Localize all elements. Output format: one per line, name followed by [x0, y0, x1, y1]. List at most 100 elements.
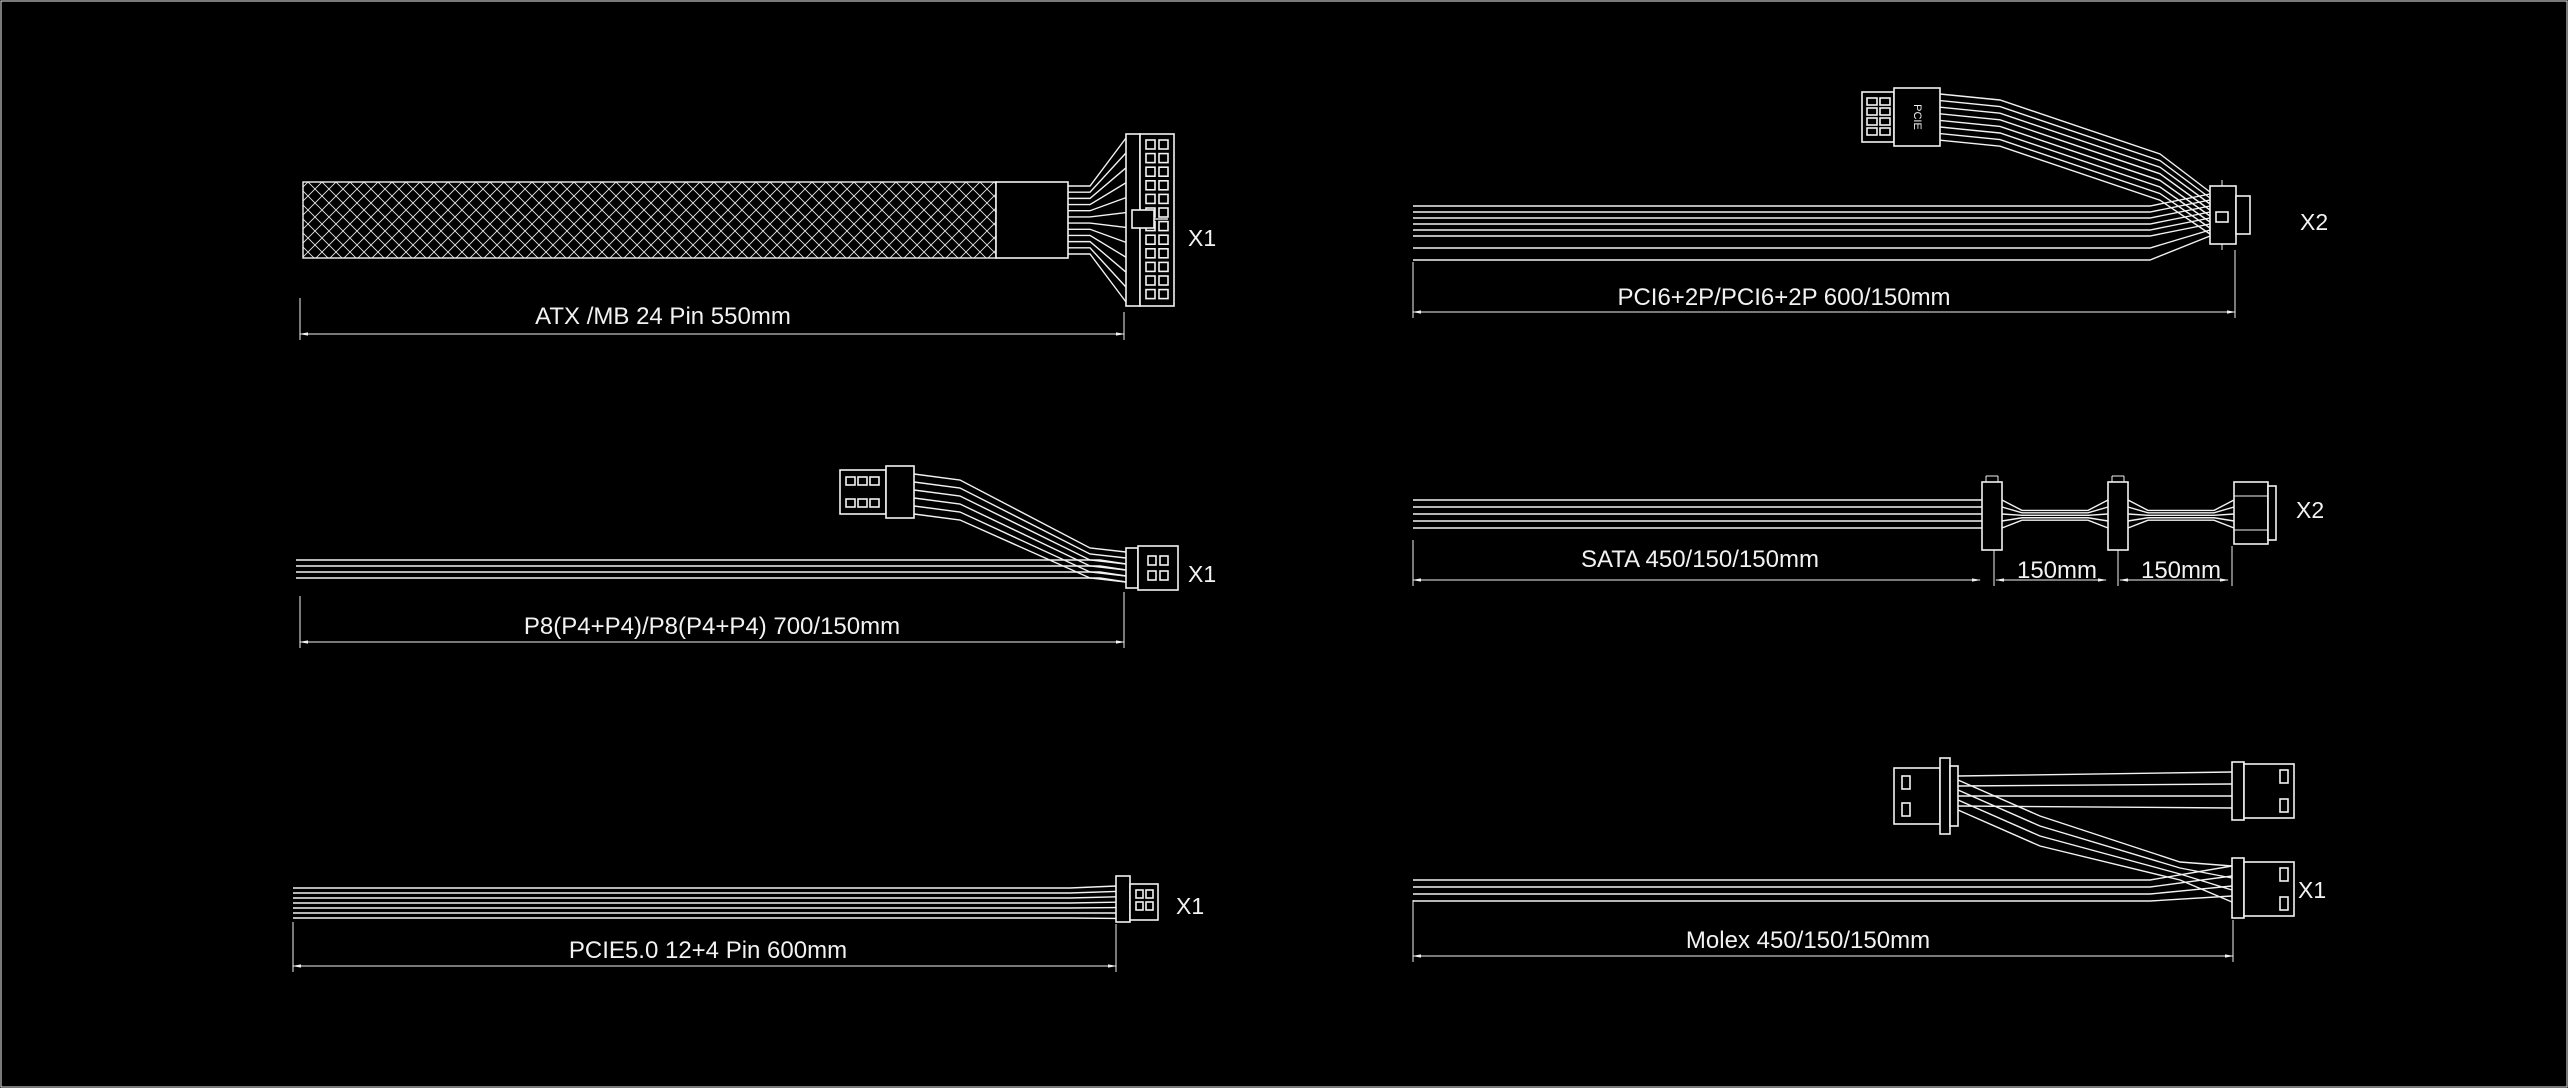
sata-wire: [2127, 517, 2235, 522]
atx-pin: [1158, 261, 1169, 273]
p8-branch-wire: [913, 505, 1127, 577]
atx-pin: [1158, 275, 1169, 286]
p8-wire: [296, 577, 1127, 583]
atx-pin: [1145, 261, 1156, 273]
molex-wire: [1413, 885, 2233, 895]
pcie-branch-wire: [1939, 93, 2211, 193]
p8-cpu-cable: X1 P8(P4+P4)/P8(P4+P4) 700/150mm: [296, 465, 1216, 648]
pcie5-pin: [1135, 889, 1144, 899]
atx-wire: [1068, 137, 1127, 187]
atx-wire: [1068, 234, 1127, 258]
pcie-wire: [1413, 229, 2211, 249]
pcie5-wire: [293, 890, 1117, 894]
molex-branch-wire: [1957, 799, 2233, 891]
pcie-branch-pin: [1879, 97, 1891, 106]
atx-pin: [1145, 193, 1156, 205]
atx-pin: [1145, 139, 1156, 150]
molex-connector-middle: [2231, 761, 2245, 821]
atx-pin: [1158, 207, 1169, 218]
atx-wire-fan: [1068, 137, 1127, 303]
p8-quantity: X1: [1188, 561, 1216, 587]
p8-branch-wire: [913, 489, 1127, 565]
pcie-branch-pin: [1879, 127, 1891, 136]
atx-wire: [1068, 240, 1127, 273]
p8-branch-wire: [913, 513, 1127, 583]
p8-main-wires: [296, 559, 1127, 583]
molex-branch-wire: [1957, 789, 2233, 879]
sata-cable: X2 SATA 450/150/150mm 150mm 150mm: [1412, 475, 2324, 586]
pcie-branch-wire: [1939, 113, 2211, 211]
pcie5-pin: [1145, 889, 1154, 899]
sata-wire: [2127, 519, 2235, 529]
p8-branch-wire: [913, 481, 1127, 559]
atx-pin: [1145, 234, 1156, 245]
sata-wire: [2001, 499, 2109, 512]
sata-seg2-label: 150mm: [2141, 557, 2221, 584]
p8-end-connector: [1125, 547, 1139, 589]
pcie-wire: [1413, 217, 2211, 231]
molex-wire: [1413, 895, 2233, 902]
pcie-wire: [1413, 235, 2211, 261]
pcie-branch-pin: [1879, 107, 1891, 116]
atx-wire: [1068, 167, 1127, 200]
atx-pin: [1158, 152, 1169, 164]
molex-wire: [1413, 875, 2233, 888]
atx-wire: [1068, 247, 1127, 288]
pcie-wire: [1413, 205, 2211, 219]
pcie5-wires: [293, 885, 1117, 920]
pcie-branch-wire: [1939, 106, 2211, 205]
sleeve-heatshrink: [995, 181, 1069, 259]
sata-label: SATA 450/150/150mm: [1581, 546, 1819, 573]
pcie5-quantity: X1: [1176, 893, 1204, 919]
pcie-wire: [1413, 211, 2211, 225]
p8-branch-wire: [913, 497, 1127, 571]
sata-wire: [2001, 513, 2109, 516]
atx-pin: [1158, 180, 1169, 191]
atx-wire: [1068, 222, 1127, 229]
pcie-quantity: X2: [2300, 209, 2328, 235]
atx-wire: [1068, 152, 1127, 193]
sata-seg1-label: 150mm: [2017, 557, 2097, 584]
molex-branch-wire: [1957, 771, 2233, 777]
pcie-branch-pin: [1866, 127, 1878, 136]
pcie-label: PCI6+2P/PCI6+2P 600/150mm: [1617, 284, 1950, 311]
sata-wire: [2127, 499, 2235, 512]
braided-sleeve: [302, 181, 997, 259]
sata-wire: [2001, 506, 2109, 514]
pcie5-wire: [293, 896, 1117, 899]
atx-pin: [1145, 152, 1156, 164]
molex-end-connector: [2231, 857, 2245, 919]
atx-pin: [1145, 166, 1156, 177]
pcie-branch-wire: [1939, 139, 2211, 235]
sata-wire: [2001, 517, 2109, 522]
pcie-6plus2-cable: X2 PCIE PCI6+2P/PCI6+2P 600/150mm: [1412, 87, 2328, 318]
p8-wire: [296, 559, 1127, 565]
pcie5-connector: [1129, 883, 1159, 921]
pcie-connector-tag: PCIE: [1911, 104, 1923, 130]
atx-pin: [1158, 193, 1169, 205]
atx-wire: [1068, 196, 1127, 212]
molex-cable: X1 Molex 450/150/150mm: [1412, 757, 2326, 962]
pcie5-12vhpwr-cable: X1 PCIE5.0 12+4 Pin 600mm: [292, 875, 1204, 972]
p8-label: P8(P4+P4)/P8(P4+P4) 700/150mm: [524, 613, 900, 640]
pcie5-connector-pins: [1135, 889, 1154, 911]
sata-wire: [2127, 513, 2235, 516]
atx-connector-pins: [1145, 139, 1169, 300]
sata-end-connector: [2233, 481, 2269, 545]
atx-pin: [1158, 220, 1169, 232]
atx-pin: [1145, 275, 1156, 286]
atx-24pin-cable: X1 ATX /MB 24 Pin 550mm: [299, 133, 1216, 340]
atx-pin: [1158, 234, 1169, 245]
pcie-wire: [1413, 223, 2211, 237]
atx-latch: [1131, 209, 1155, 229]
pcie-wire: [1413, 193, 2211, 207]
atx-pin: [1158, 166, 1169, 177]
pcie-branch-wires: [1939, 93, 2211, 235]
pcie-branch-pin: [1866, 97, 1878, 106]
pcie-branch-pin: [1866, 117, 1878, 126]
molex-branch-wire: [1957, 809, 2233, 903]
pcie-branch-wire: [1939, 99, 2211, 199]
sata-wires: [1413, 499, 2235, 529]
